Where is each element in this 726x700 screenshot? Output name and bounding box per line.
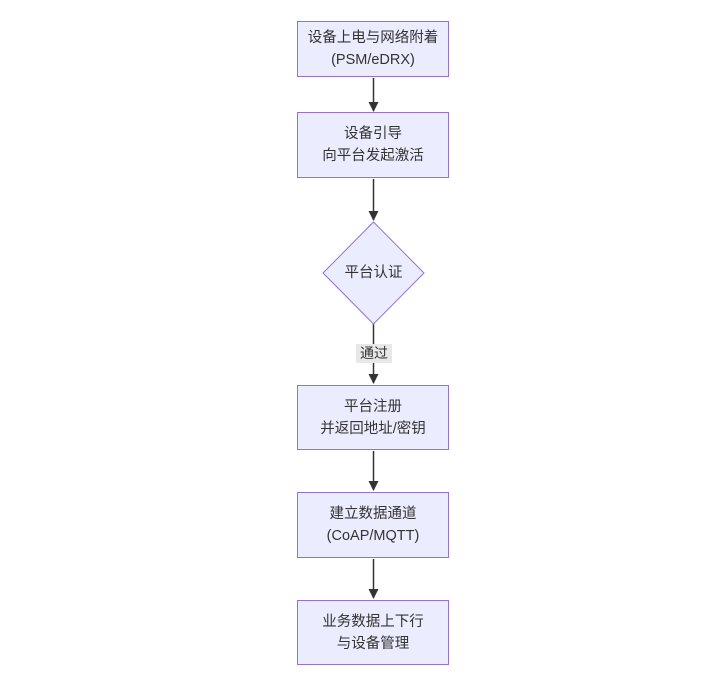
edge-label-pass: 通过: [356, 344, 392, 363]
node-line: 建立数据通道: [329, 506, 417, 522]
node-register: 平台注册 并返回地址/密钥: [297, 385, 449, 450]
node-line: 设备上电与网络附着: [307, 30, 439, 46]
node-line: 向平台发起激活: [322, 148, 424, 164]
node-line: (PSM/eDRX): [331, 52, 415, 68]
node-power-attach: 设备上电与网络附着 (PSM/eDRX): [297, 21, 449, 77]
node-line: (CoAP/MQTT): [326, 528, 420, 544]
node-bootstrap: 设备引导 向平台发起激活: [297, 112, 449, 178]
node-line: 并返回地址/密钥: [320, 420, 426, 437]
node-data-channel: 建立数据通道 (CoAP/MQTT): [297, 492, 449, 558]
node-business: 业务数据上下行 与设备管理: [297, 600, 449, 665]
node-line: 平台注册: [344, 398, 402, 415]
node-line: 业务数据上下行: [322, 613, 424, 630]
node-line: 设备引导: [344, 126, 402, 142]
node-line: 与设备管理: [336, 635, 410, 652]
node-platform-auth-label: 平台认证: [344, 265, 403, 281]
node-platform-auth-diamond: [322, 221, 425, 325]
